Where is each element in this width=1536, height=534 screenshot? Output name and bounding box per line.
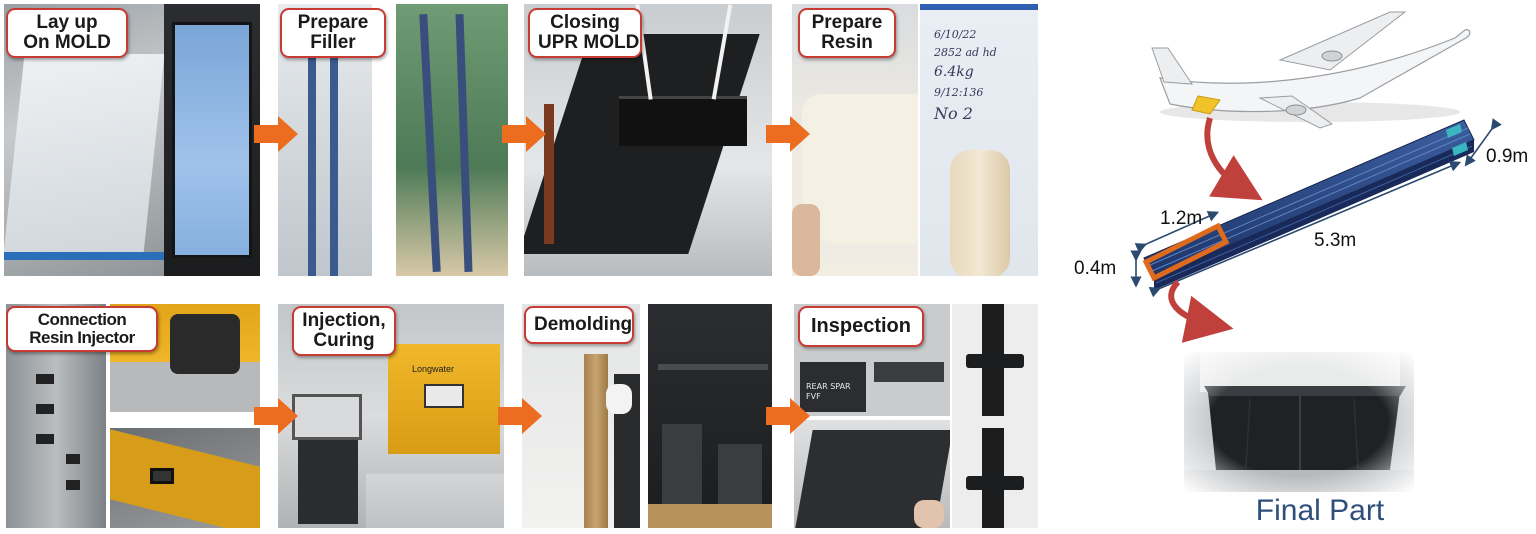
spar-part bbox=[1143, 119, 1475, 290]
arrow-right-icon bbox=[498, 398, 542, 434]
arrow-right-icon bbox=[766, 116, 810, 152]
step-label: Demolding bbox=[524, 306, 634, 344]
bag-text-line: 2852 ad hd bbox=[934, 45, 997, 59]
dim-line-end bbox=[1464, 118, 1502, 167]
photo-demolding-right bbox=[648, 304, 772, 528]
step-label: Injection, Curing bbox=[292, 306, 396, 356]
arrow-right-icon bbox=[254, 398, 298, 434]
label-line-2: Curing bbox=[313, 329, 375, 351]
photo-filler-right bbox=[396, 4, 508, 276]
label-line-1: Demolding bbox=[534, 314, 633, 335]
airplane-icon bbox=[1151, 11, 1471, 129]
step-closing-upr-mold: Closing UPR MOLD bbox=[524, 4, 772, 276]
step-inspection: REAR SPAR FVF Inspection bbox=[794, 304, 1038, 528]
dim-end-label: 0.9m bbox=[1486, 146, 1528, 167]
curve-arrow-icon bbox=[1168, 279, 1234, 343]
step-label: Inspection bbox=[798, 306, 924, 347]
step-demolding: Demolding bbox=[522, 304, 772, 528]
arrow-right-icon bbox=[766, 398, 810, 434]
photo-inspection-tee bbox=[952, 304, 1038, 528]
dim-length-label: 5.3m bbox=[1314, 230, 1356, 251]
label-line-1: Prepare bbox=[297, 12, 369, 33]
dim-height-label: 0.4m bbox=[1074, 258, 1116, 279]
step-label: Prepare Resin bbox=[798, 8, 896, 58]
label-line-2: Filler bbox=[310, 31, 356, 53]
arrow-right-icon bbox=[254, 116, 298, 152]
label-line-1: Prepare bbox=[811, 12, 883, 33]
step-label: Prepare Filler bbox=[280, 8, 386, 58]
photo-injector-bottom bbox=[110, 428, 260, 528]
bag-text-line: 9/12:136 bbox=[934, 85, 984, 99]
sample-note: REAR SPAR FVF bbox=[806, 382, 851, 403]
bag-text-line: 6.4kg bbox=[934, 64, 974, 81]
label-line-1: Lay up bbox=[36, 12, 98, 33]
step-lay-up: Lay up On MOLD bbox=[4, 4, 260, 276]
label-line-2: UPR MOLD bbox=[538, 31, 640, 53]
photo-resin-bag: 6/10/22 2852 ad hd 6.4kg 9/12:136 No 2 bbox=[920, 4, 1038, 276]
step-connection-resin-injector: Connection Resin Injector bbox=[6, 304, 260, 528]
dim-line-length bbox=[1148, 161, 1462, 298]
label-line-1: Connection bbox=[37, 310, 127, 329]
label-line-1: Inspection bbox=[810, 315, 911, 337]
step-label: Lay up On MOLD bbox=[6, 8, 128, 58]
part-schematic: 1.2m 5.3m 0.4m 0.9m bbox=[1074, 11, 1528, 492]
step-prepare-filler: Prepare Filler bbox=[278, 4, 508, 276]
step-prepare-resin: 6/10/22 2852 ad hd 6.4kg 9/12:136 No 2 P… bbox=[792, 4, 1038, 276]
photo-inspection-table bbox=[794, 420, 950, 528]
label-line-2: Resin bbox=[821, 31, 873, 53]
bag-text-line: 6/10/22 bbox=[934, 28, 977, 41]
photo-closing bbox=[524, 4, 772, 276]
arrow-right-icon bbox=[502, 116, 546, 152]
bag-text-line: No 2 bbox=[934, 104, 973, 124]
resin-bag-text: 6/10/22 2852 ad hd 6.4kg 9/12:136 No 2 bbox=[934, 26, 1034, 127]
label-line-1: Injection, bbox=[302, 310, 386, 331]
label-line-2: Resin Injector bbox=[29, 327, 135, 347]
step-label: Closing UPR MOLD bbox=[528, 8, 642, 58]
sample-note-line: FVF bbox=[806, 392, 821, 402]
step-injection-curing: Longwater Injection, Curing bbox=[278, 304, 504, 528]
photo-lay-up-right bbox=[164, 4, 260, 276]
injector-brand: Longwater bbox=[412, 364, 455, 374]
photo-inspection-samples: REAR SPAR FVF bbox=[794, 304, 950, 416]
curve-arrow-icon bbox=[1204, 117, 1263, 201]
label-line-1: Closing bbox=[550, 12, 620, 33]
final-part-photo bbox=[1184, 352, 1414, 492]
final-part-label: Final Part bbox=[1255, 494, 1385, 527]
step-label: Connection Resin Injector bbox=[6, 306, 158, 352]
sample-note-line: REAR SPAR bbox=[806, 382, 851, 391]
dim-width-label: 1.2m bbox=[1160, 208, 1202, 229]
label-line-2: On MOLD bbox=[23, 31, 111, 53]
